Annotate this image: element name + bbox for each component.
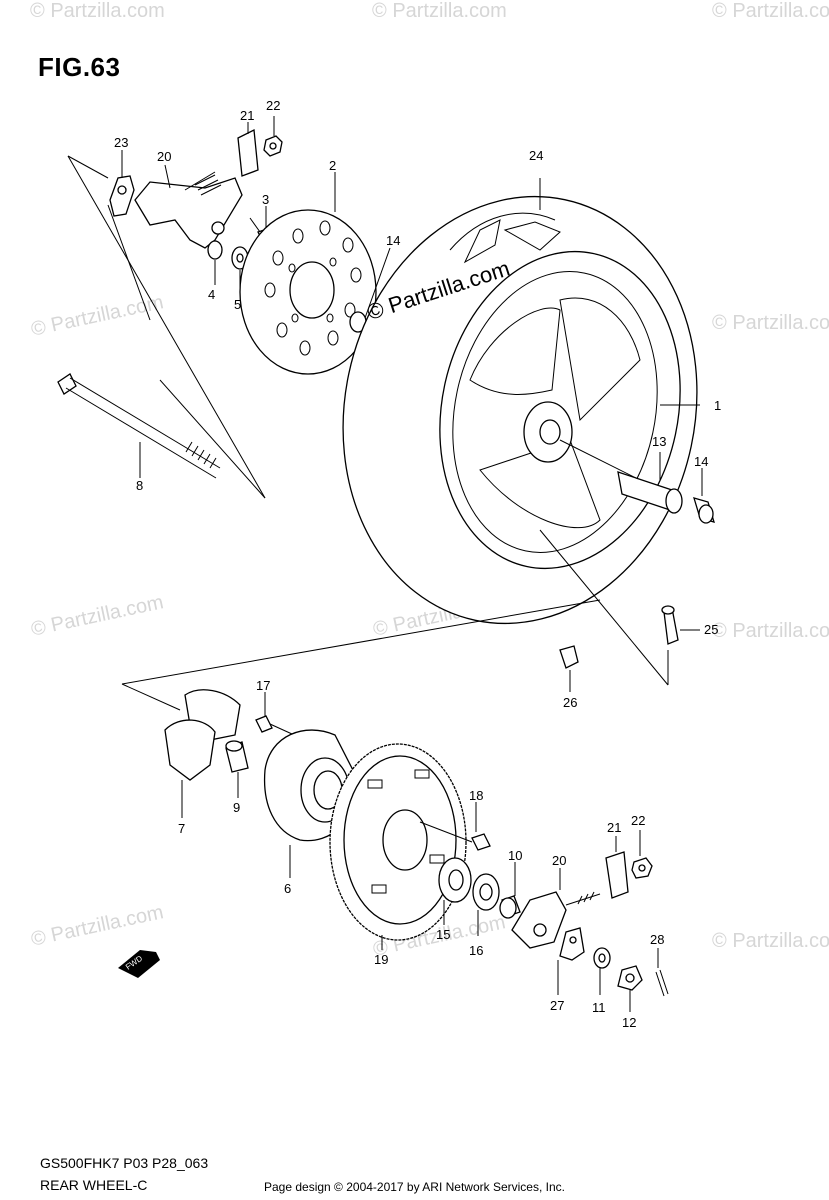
callout-5: 5 xyxy=(234,297,241,312)
page-footer: Page design © 2004-2017 by ARI Network S… xyxy=(263,1180,565,1194)
callout-18: 17 xyxy=(256,678,270,693)
callout-14-right: 14 xyxy=(694,454,708,469)
part-1-wheel xyxy=(439,250,700,570)
callout-16: 16 xyxy=(469,943,483,958)
part-21-lower xyxy=(605,836,629,899)
callout-25: 24 xyxy=(529,148,543,163)
part-10-collar xyxy=(499,862,521,919)
part-16-seal xyxy=(472,873,500,936)
callout-27: 26 xyxy=(563,695,577,710)
diagram-caption: REAR WHEEL-C xyxy=(40,1177,148,1193)
callout-1: 1 xyxy=(714,398,721,413)
callout-4: 4 xyxy=(208,287,215,302)
part-14-spacer-right xyxy=(693,468,715,524)
fwd-arrow-icon: FWD xyxy=(118,950,160,978)
callout-19: 18 xyxy=(469,788,483,803)
callout-10: 10 xyxy=(508,848,522,863)
part-11-washer xyxy=(593,947,611,995)
part-20-adjuster-lower xyxy=(511,868,601,949)
part-19-nut xyxy=(419,802,491,851)
part-23-bracket xyxy=(109,150,135,217)
callout-15: 15 xyxy=(436,927,450,942)
part-27-clip xyxy=(559,645,579,692)
callout-20-lower: 20 xyxy=(552,853,566,868)
part-21-top xyxy=(237,122,259,177)
part-26-valve xyxy=(661,605,700,645)
callout-11: 11 xyxy=(592,1000,606,1015)
part-2-brake-disc xyxy=(239,172,377,375)
callout-17: 19 xyxy=(374,952,388,967)
figure-title: FIG.63 xyxy=(38,52,121,82)
part-7-dampers xyxy=(164,689,241,818)
callout-12: 12 xyxy=(622,1015,636,1030)
callout-28: 28 xyxy=(650,932,664,947)
callout-labels: 23 20 21 22 2 3 4 5 14 24 1 13 14 8 25 2… xyxy=(114,98,721,1030)
part-18-bolt xyxy=(255,692,293,735)
model-code: GS500FHK7 P03 P28_063 xyxy=(40,1155,209,1171)
callout-6: 6 xyxy=(284,881,291,896)
callout-21: 21 xyxy=(240,108,254,123)
callout-26: 25 xyxy=(704,622,718,637)
callout-2: 2 xyxy=(329,158,336,173)
callout-9: 9 xyxy=(233,800,240,815)
part-4-collar xyxy=(207,240,223,285)
callout-22-lower: 22 xyxy=(631,813,645,828)
part-15-bearing xyxy=(438,857,472,925)
part-24-bracket xyxy=(557,927,585,995)
callout-24: 27 xyxy=(550,998,564,1013)
callout-21-lower: 21 xyxy=(607,820,621,835)
part-17-sprocket xyxy=(329,743,467,950)
part-22-lower xyxy=(631,830,653,879)
part-22-top xyxy=(263,116,283,157)
callout-20: 20 xyxy=(157,149,171,164)
callout-8: 8 xyxy=(136,478,143,493)
part-13-spacer xyxy=(617,452,683,514)
upper-group-outline xyxy=(67,155,266,499)
part-8-axle xyxy=(57,373,221,479)
callout-14-upper: 14 xyxy=(386,233,400,248)
part-20-adjuster xyxy=(134,164,243,249)
part-12-nut xyxy=(617,965,643,1012)
callout-13: 13 xyxy=(652,434,666,449)
callout-22: 22 xyxy=(266,98,280,113)
part-9-collar xyxy=(225,740,249,798)
callout-3: 3 xyxy=(262,192,269,207)
separator-lines xyxy=(121,529,669,711)
part-28-cotter-pin xyxy=(655,948,669,997)
callout-23: 23 xyxy=(114,135,128,150)
callout-7: 7 xyxy=(178,821,185,836)
